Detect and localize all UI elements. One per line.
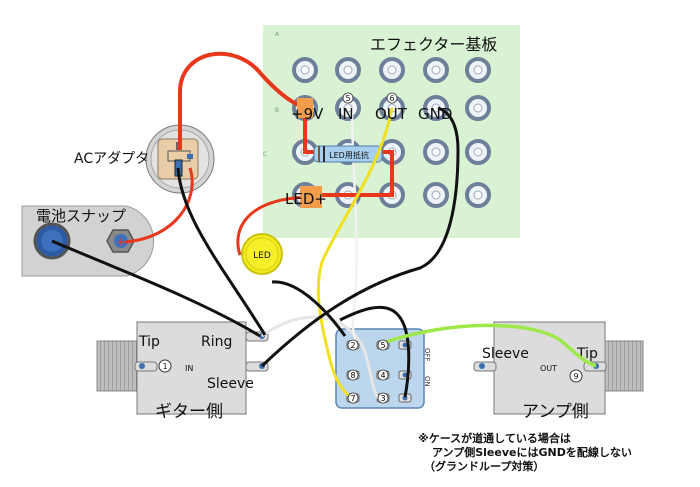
switch-lug-hole	[402, 342, 408, 348]
board-pad-hole	[387, 65, 397, 75]
ac-adapter-jack	[145, 124, 215, 194]
board-pad-hole	[431, 65, 441, 75]
wire-white-guitar-tip	[261, 315, 380, 399]
terminal-9v-label: +9V	[291, 105, 324, 123]
board-row-letter: A	[275, 31, 280, 38]
wire-black-led-cathode	[271, 280, 347, 337]
battery-snap: +	[21, 205, 155, 277]
ac-adapter-label: ACアダプタ	[74, 151, 149, 167]
ground-loop-note: ※ケースが道通している場合は アンプ側SleeveにはGNDを配線しない （グラ…	[418, 432, 698, 474]
terminal-led-plus-label: LED+	[285, 190, 327, 208]
amp-sleeve-label: Sleeve	[482, 346, 529, 362]
guitar-jack-pin-number: 1	[162, 362, 167, 371]
wire-red-led	[236, 195, 307, 256]
switch-lug-label: 4	[380, 371, 385, 380]
switch-lug-labels: 2 4 8 5 7 3	[347, 339, 389, 404]
amp-tip-label: Tip	[576, 346, 598, 362]
guitar-jack: 1 IN	[96, 321, 269, 415]
switch-lug-label: 3	[380, 394, 385, 403]
resistor-label: LED用抵抗	[329, 150, 369, 160]
board-pad-hole	[473, 103, 483, 113]
terminal-led-plus-pad	[300, 186, 322, 208]
wire-yellow-out	[316, 107, 394, 400]
board-row-letter: C	[263, 151, 267, 158]
terminal-in-pin: 5	[345, 94, 350, 103]
board-pad-hole	[300, 65, 310, 75]
amp-jack: 9 OUT	[473, 321, 644, 415]
guitar-tip-label: Tip	[138, 334, 160, 350]
switch-on-mark: ON	[423, 376, 431, 387]
wire-red-led-resistor	[303, 108, 394, 197]
amp-jack-out-mark: OUT	[540, 364, 557, 373]
switch-off-mark: OFF	[423, 348, 431, 362]
wire-red-ac-plus	[178, 51, 306, 150]
amp-side-label: アンプ側	[522, 402, 589, 422]
terminal-9v-pad	[297, 98, 313, 118]
terminal-gnd-label: GND	[418, 105, 452, 123]
switch-lug-hole	[402, 372, 408, 378]
switch-lug-label: 2	[350, 341, 355, 350]
switch-lug-label: 5	[380, 341, 385, 350]
guitar-sleeve-label: Sleeve	[207, 376, 254, 392]
board-row-letter: B	[275, 107, 279, 114]
wire-black-led-switch	[339, 305, 411, 398]
board-pad-hole	[431, 147, 441, 157]
terminal-out-label: OUT	[375, 105, 408, 123]
board-pad-hole	[431, 190, 441, 200]
board-pad-hole	[343, 65, 353, 75]
battery-snap-label: 電池スナップ	[36, 207, 126, 225]
switch-lug-label: 7	[350, 394, 355, 403]
wire-red-battery	[124, 167, 194, 244]
note-line-2: アンプ側SleeveにはGNDを配線しない	[432, 446, 632, 459]
terminal-out-pin: 6	[389, 94, 394, 103]
wire-green-amp-tip	[382, 323, 597, 368]
board-pad-hole	[473, 65, 483, 75]
note-line-3: （グランドループ対策）	[424, 460, 545, 473]
board-pad-hole	[473, 190, 483, 200]
wire-black-gnd	[260, 106, 460, 368]
guitar-side-label: ギター側	[155, 402, 223, 422]
led: LED	[241, 233, 283, 275]
terminal-in-label: IN	[338, 105, 354, 123]
note-line-1: ※ケースが道通している場合は	[418, 432, 571, 445]
wire-black-battery-minus	[51, 239, 261, 338]
led-resistor: LED用抵抗	[313, 145, 383, 163]
battery-plus-sign: +	[116, 235, 126, 249]
led-label: LED	[253, 251, 271, 261]
board-pad-hole	[473, 147, 483, 157]
amp-jack-pin-number: 9	[573, 372, 578, 381]
wire-black-ac-ground	[176, 167, 267, 336]
board-title: エフェクター基板	[370, 35, 497, 54]
guitar-jack-in-mark: IN	[185, 364, 193, 373]
switch-lug-label: 8	[350, 371, 355, 380]
guitar-ring-label: Ring	[201, 334, 232, 350]
